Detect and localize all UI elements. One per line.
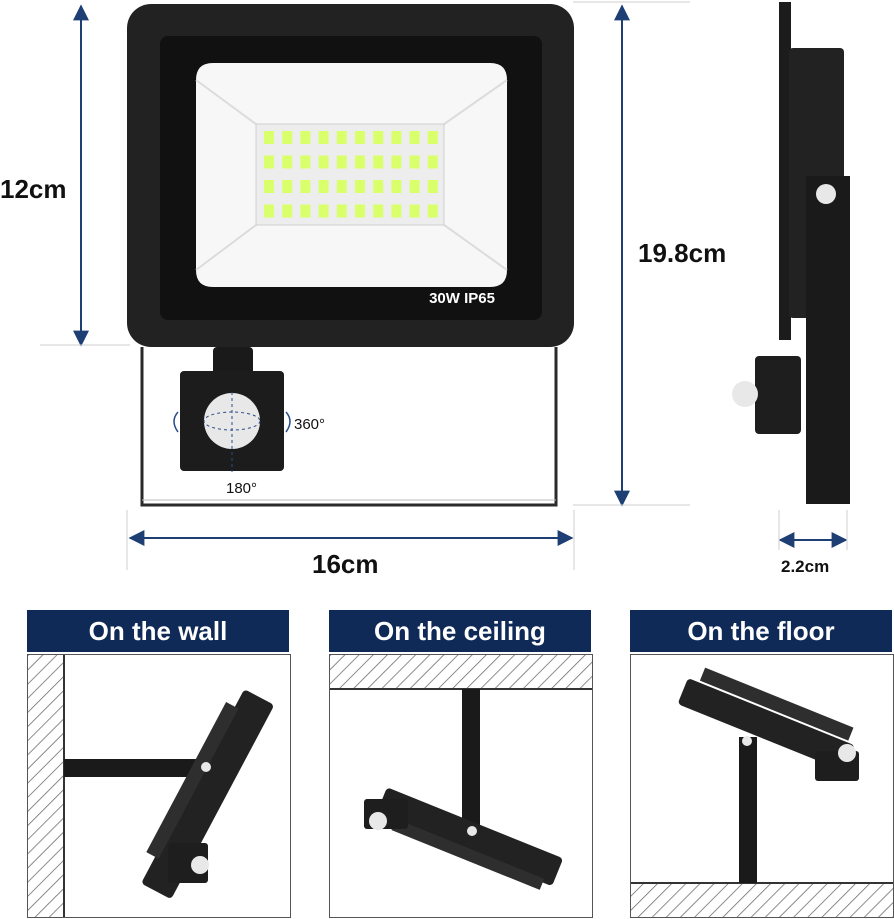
led-chip <box>282 204 293 218</box>
led-chip <box>427 131 438 144</box>
led-chip-grid <box>264 131 438 218</box>
led-chip <box>282 155 293 169</box>
front-height-label: 12cm <box>0 174 67 204</box>
mounting-panel-floor <box>630 654 894 918</box>
led-chip <box>391 131 402 144</box>
led-chip <box>391 155 402 169</box>
sensor-vertical-angle: 180° <box>226 480 258 497</box>
floor-mount-illustration <box>631 667 893 917</box>
mounting-panel-ceiling <box>329 654 593 918</box>
dimension-lines <box>73 4 848 548</box>
floodlight-side <box>732 2 850 504</box>
sensor-horizontal-angle: 360° <box>294 416 326 433</box>
total-height-label: 19.8cm <box>638 238 727 268</box>
led-chip <box>355 155 365 169</box>
motion-sensor <box>173 347 291 472</box>
ceiling-mount-illustration <box>330 655 592 890</box>
led-chip <box>318 180 329 193</box>
floodlight-front <box>127 4 574 347</box>
led-chip <box>264 131 274 144</box>
led-chip <box>373 180 384 193</box>
led-chip <box>373 131 384 144</box>
led-chip <box>427 204 438 218</box>
led-chip <box>336 180 347 193</box>
mounting-panel-wall <box>27 654 291 918</box>
mounting-bracket-outline <box>140 347 558 507</box>
led-chip <box>264 155 274 169</box>
mounting-header-ceiling: On the ceiling <box>329 610 591 652</box>
led-chip <box>300 180 311 193</box>
led-chip <box>409 131 420 144</box>
dimension-diagram: 30W IP65 <box>40 1 850 570</box>
led-chip <box>336 155 347 169</box>
led-chip <box>282 180 293 193</box>
product-label: 30W IP65 <box>429 290 495 307</box>
led-chip <box>355 180 365 193</box>
led-chip <box>336 131 347 144</box>
led-chip <box>282 131 293 144</box>
wall-mount-illustration <box>28 655 273 917</box>
led-chip <box>391 204 402 218</box>
led-chip <box>409 204 420 218</box>
width-label: 16cm <box>312 549 379 579</box>
led-chip <box>391 180 402 193</box>
led-chip <box>336 204 347 218</box>
led-chip <box>300 204 311 218</box>
led-chip <box>355 204 365 218</box>
led-chip <box>355 131 365 144</box>
led-chip <box>373 204 384 218</box>
led-chip <box>300 155 311 169</box>
depth-label: 2.2cm <box>781 557 830 576</box>
led-chip <box>373 155 384 169</box>
mounting-header-floor: On the floor <box>630 610 892 652</box>
led-chip <box>264 180 274 193</box>
mounting-header-wall: On the wall <box>27 610 289 652</box>
led-chip <box>300 131 311 144</box>
led-chip <box>409 180 420 193</box>
led-chip <box>318 204 329 218</box>
led-chip <box>318 131 329 144</box>
led-chip <box>409 155 420 169</box>
led-chip <box>427 155 438 169</box>
led-chip <box>264 204 274 218</box>
led-chip <box>318 155 329 169</box>
led-chip <box>427 180 438 193</box>
